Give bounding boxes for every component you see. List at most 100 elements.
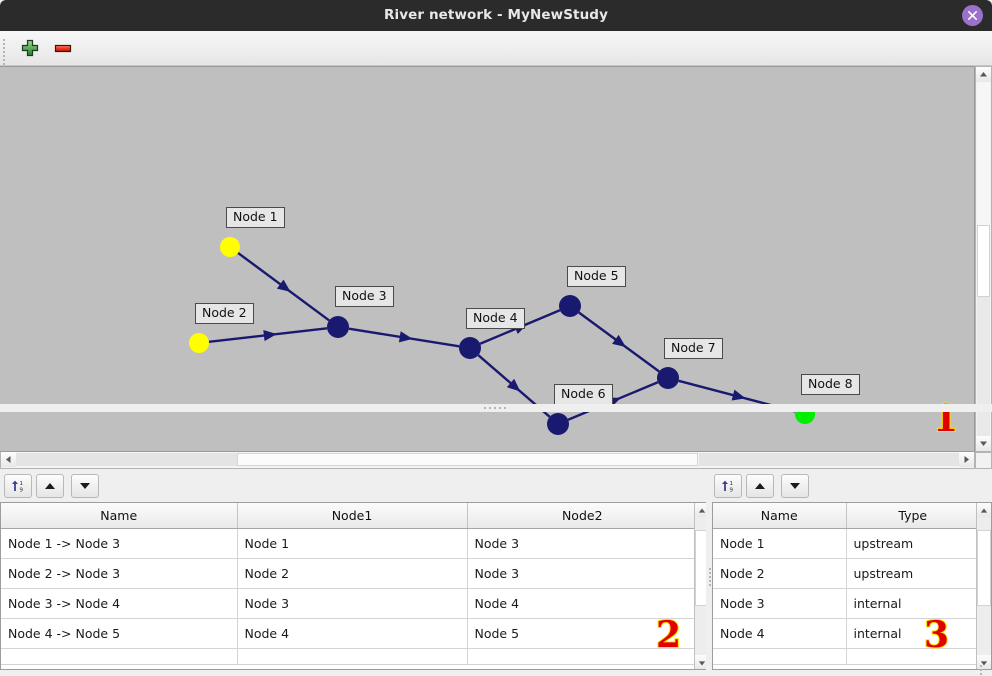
scroll-track-upper[interactable] — [977, 82, 990, 225]
edge-arrow-icon — [276, 279, 291, 292]
graph-vscroll-thumb[interactable] — [977, 225, 990, 297]
table-cell[interactable]: Node 1 -> Node 3 — [1, 528, 238, 559]
nodes-vertical-scrollbar[interactable] — [976, 503, 991, 669]
table-cell[interactable]: Node 5 — [467, 618, 695, 649]
table-cell[interactable]: Node 2 — [237, 558, 468, 589]
table-cell[interactable]: Node 3 — [467, 528, 695, 559]
graph-node-node-1[interactable] — [220, 237, 240, 257]
scroll-down-arrow-icon[interactable] — [976, 436, 991, 451]
table-cell[interactable]: internal — [846, 618, 977, 649]
scroll-left-arrow-icon[interactable] — [1, 452, 16, 467]
node-label-node-7[interactable]: Node 7 — [664, 338, 723, 359]
table-row-empty[interactable] — [1, 648, 695, 665]
table-cell[interactable] — [1, 648, 238, 665]
nodes-vscroll-thumb[interactable] — [977, 530, 991, 606]
node-label-node-5[interactable]: Node 5 — [567, 266, 626, 287]
table-cell[interactable] — [713, 648, 847, 665]
graph-horizontal-scrollbar[interactable] — [0, 452, 975, 469]
graph-node-node-5[interactable] — [559, 295, 581, 317]
scroll-track-lower[interactable] — [977, 297, 990, 438]
node-label-node-2[interactable]: Node 2 — [195, 303, 254, 324]
node-label-node-4[interactable]: Node 4 — [466, 308, 525, 329]
node-label-node-3[interactable]: Node 3 — [335, 286, 394, 307]
column-header-node1[interactable]: Node1 — [237, 503, 468, 529]
nodes-scroll-track-upper[interactable] — [977, 517, 991, 530]
column-header-node2[interactable]: Node2 — [467, 503, 695, 529]
table-cell[interactable]: Node 1 — [237, 528, 468, 559]
column-header-name[interactable]: Name — [1, 503, 238, 529]
scroll-right-arrow-icon[interactable] — [959, 452, 974, 467]
graph-vertical-scrollbar[interactable] — [975, 66, 992, 452]
edge-arrow-icon — [506, 378, 521, 392]
edge-arrow-icon — [398, 331, 413, 343]
hscroll-track-right[interactable] — [699, 453, 961, 466]
graph-node-node-6[interactable] — [547, 413, 569, 435]
table-cell[interactable]: internal — [846, 588, 977, 619]
table-cell[interactable]: Node 3 -> Node 4 — [1, 588, 238, 619]
table-cell[interactable]: upstream — [846, 558, 977, 589]
node-label-node-8[interactable]: Node 8 — [801, 374, 860, 395]
links-scroll-track-upper[interactable] — [695, 517, 709, 530]
red-minus-icon[interactable] — [52, 37, 74, 59]
table-cell[interactable]: Node 4 -> Node 5 — [1, 618, 238, 649]
graph-hscroll-thumb[interactable] — [237, 453, 698, 466]
links-move-up-icon[interactable] — [36, 474, 64, 498]
scroll-up-arrow-icon[interactable] — [976, 67, 991, 82]
edge-arrow-icon — [731, 389, 746, 401]
graph-node-node-2[interactable] — [189, 333, 209, 353]
network-diagram[interactable]: Node 1 Node 2 Node 3 Node 4 Node 5 Node 6 Node… — [0, 66, 975, 452]
graph-node-node-3[interactable] — [327, 316, 349, 338]
nodes-scroll-track-lower[interactable] — [977, 606, 991, 655]
window-resize-grip[interactable] — [980, 665, 988, 675]
table-cell[interactable]: Node 2 — [713, 558, 847, 589]
links-scroll-up-icon[interactable] — [695, 503, 709, 517]
toolbar-grip[interactable] — [3, 37, 8, 65]
table-cell[interactable] — [237, 648, 468, 665]
graph-node-node-7[interactable] — [657, 367, 679, 389]
close-icon[interactable] — [962, 5, 983, 26]
table-cell[interactable]: Node 4 — [713, 618, 847, 649]
links-scroll-track-lower[interactable] — [695, 606, 709, 655]
links-scroll-down-icon[interactable] — [695, 655, 709, 669]
nodes-scroll-up-icon[interactable] — [977, 503, 991, 517]
table-cell[interactable]: Node 2 -> Node 3 — [1, 558, 238, 589]
nodes-move-up-icon[interactable] — [746, 474, 774, 498]
links-vertical-scrollbar[interactable] — [694, 503, 709, 669]
table-cell[interactable]: Node 3 — [467, 558, 695, 589]
node-label-node-6[interactable]: Node 6 — [554, 384, 613, 405]
column-header-name[interactable]: Name — [713, 503, 847, 529]
nodes-move-down-icon[interactable] — [781, 474, 809, 498]
column-header-type[interactable]: Type — [846, 503, 977, 529]
table-cell[interactable]: Node 3 — [713, 588, 847, 619]
table-row-empty[interactable] — [713, 648, 977, 665]
horizontal-splitter[interactable] — [0, 404, 992, 412]
table-cell[interactable]: upstream — [846, 528, 977, 559]
table-cell[interactable]: Node 4 — [237, 618, 468, 649]
table-cell[interactable] — [846, 648, 977, 665]
table-cell[interactable]: Node 3 — [237, 588, 468, 619]
links-move-down-icon[interactable] — [71, 474, 99, 498]
table-cell[interactable] — [467, 648, 695, 665]
table-cell[interactable]: Node 4 — [467, 588, 695, 619]
vertical-splitter[interactable] — [706, 472, 714, 676]
green-plus-icon[interactable] — [19, 37, 41, 59]
node-label-node-1[interactable]: Node 1 — [226, 207, 285, 228]
graph-node-node-4[interactable] — [459, 337, 481, 359]
hscroll-track-left[interactable] — [16, 453, 237, 466]
nodes-sort-ascending-icon[interactable]: 1 9 — [714, 474, 742, 498]
links-sort-ascending-icon[interactable]: 1 9 — [4, 474, 32, 498]
table-cell[interactable]: Node 1 — [713, 528, 847, 559]
